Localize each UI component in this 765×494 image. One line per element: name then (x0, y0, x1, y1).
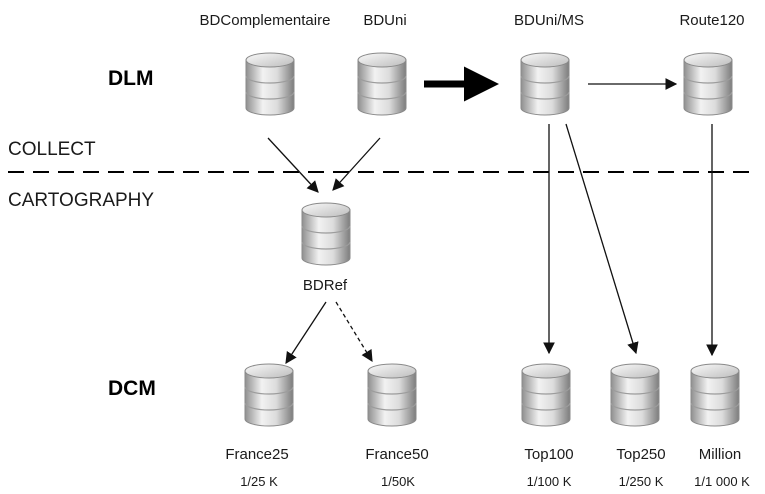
database-icon-bdunims (520, 52, 570, 116)
database-icon-route120 (683, 52, 733, 116)
db-label-france50: France50 (365, 446, 429, 463)
scale-label-france25: 1/25 K (240, 474, 278, 489)
database-icon-million (690, 363, 740, 427)
scale-label-france50: 1/50K (381, 474, 415, 489)
database-icon-france25 (244, 363, 294, 427)
db-label-bduni: BDUni (363, 12, 407, 29)
arrow-bduni-to-bdref (332, 137, 381, 191)
zone-label-cartography: CARTOGRAPHY (8, 190, 155, 211)
db-label-million: Million (698, 446, 742, 463)
arrow-bdref-to-france50 (335, 301, 373, 362)
zone-label-collect: COLLECT (8, 139, 96, 160)
database-icon-france50 (367, 363, 417, 427)
arrow-bdref-to-france25 (285, 301, 327, 364)
database-icon-bdcomplementaire (245, 52, 295, 116)
scale-label-top100: 1/100 K (526, 474, 572, 489)
db-label-route120: Route120 (679, 12, 745, 29)
scale-label-top250: 1/250 K (618, 474, 664, 489)
database-icon-top100 (521, 363, 571, 427)
db-label-bdcomplementaire: BDComplementaire (199, 12, 331, 29)
database-icon-top250 (610, 363, 660, 427)
scale-label-million: 1/1 000 K (694, 474, 750, 489)
level-label-dlm: DLM (108, 67, 154, 90)
arrow-bdcomplementaire-to-bdref (267, 137, 319, 193)
level-label-dcm: DCM (108, 377, 156, 400)
db-label-bdref: BDRef (302, 277, 348, 294)
db-label-top250: Top250 (616, 446, 666, 463)
db-label-top100: Top100 (524, 446, 574, 463)
database-icon-bdref (301, 202, 351, 266)
database-icon-bduni (357, 52, 407, 116)
db-label-france25: France25 (225, 446, 289, 463)
db-label-bdunims: BDUni/MS (513, 12, 585, 29)
arrow-bdunims-to-top250 (565, 123, 639, 355)
